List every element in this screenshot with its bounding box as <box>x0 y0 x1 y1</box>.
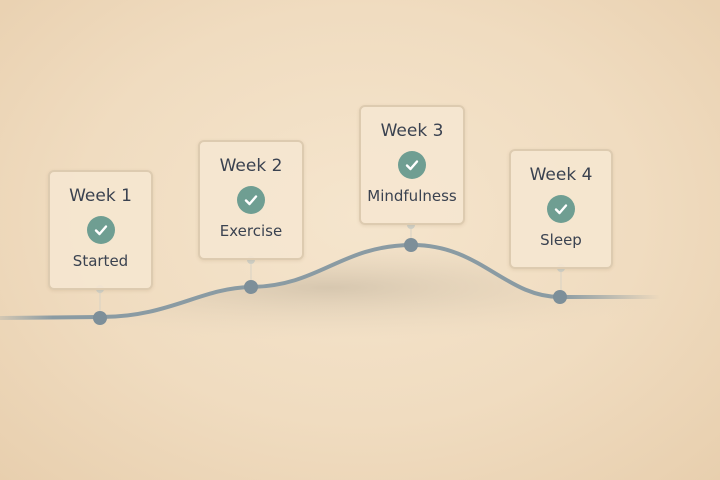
milestone-card-week-1: Week 1 Started <box>48 170 153 290</box>
check-circle-icon <box>237 186 265 214</box>
milestone-card-week-3: Week 3 Mindfulness <box>359 105 465 225</box>
milestone-week: Week 2 <box>219 156 283 176</box>
milestone-week: Week 1 <box>69 186 132 206</box>
milestone-label: Sleep <box>540 231 582 249</box>
check-circle-icon <box>398 151 426 179</box>
timeline-node-3 <box>404 238 418 252</box>
curve-shadow <box>0 244 660 340</box>
milestone-label: Started <box>72 252 129 270</box>
milestone-label: Mindfulness <box>367 187 457 205</box>
milestone-label: Exercise <box>219 222 283 240</box>
timeline-node-1 <box>93 311 107 325</box>
timeline-node-4 <box>553 290 567 304</box>
check-circle-icon <box>86 216 115 244</box>
timeline-node-2 <box>244 280 258 294</box>
check-circle-icon <box>547 195 575 223</box>
milestone-week: Week 4 <box>529 165 593 185</box>
progress-curve <box>0 242 660 320</box>
milestone-card-week-4: Week 4 Sleep <box>509 149 613 269</box>
milestone-card-week-2: Week 2 Exercise <box>198 140 304 260</box>
milestone-week: Week 3 <box>380 121 444 141</box>
